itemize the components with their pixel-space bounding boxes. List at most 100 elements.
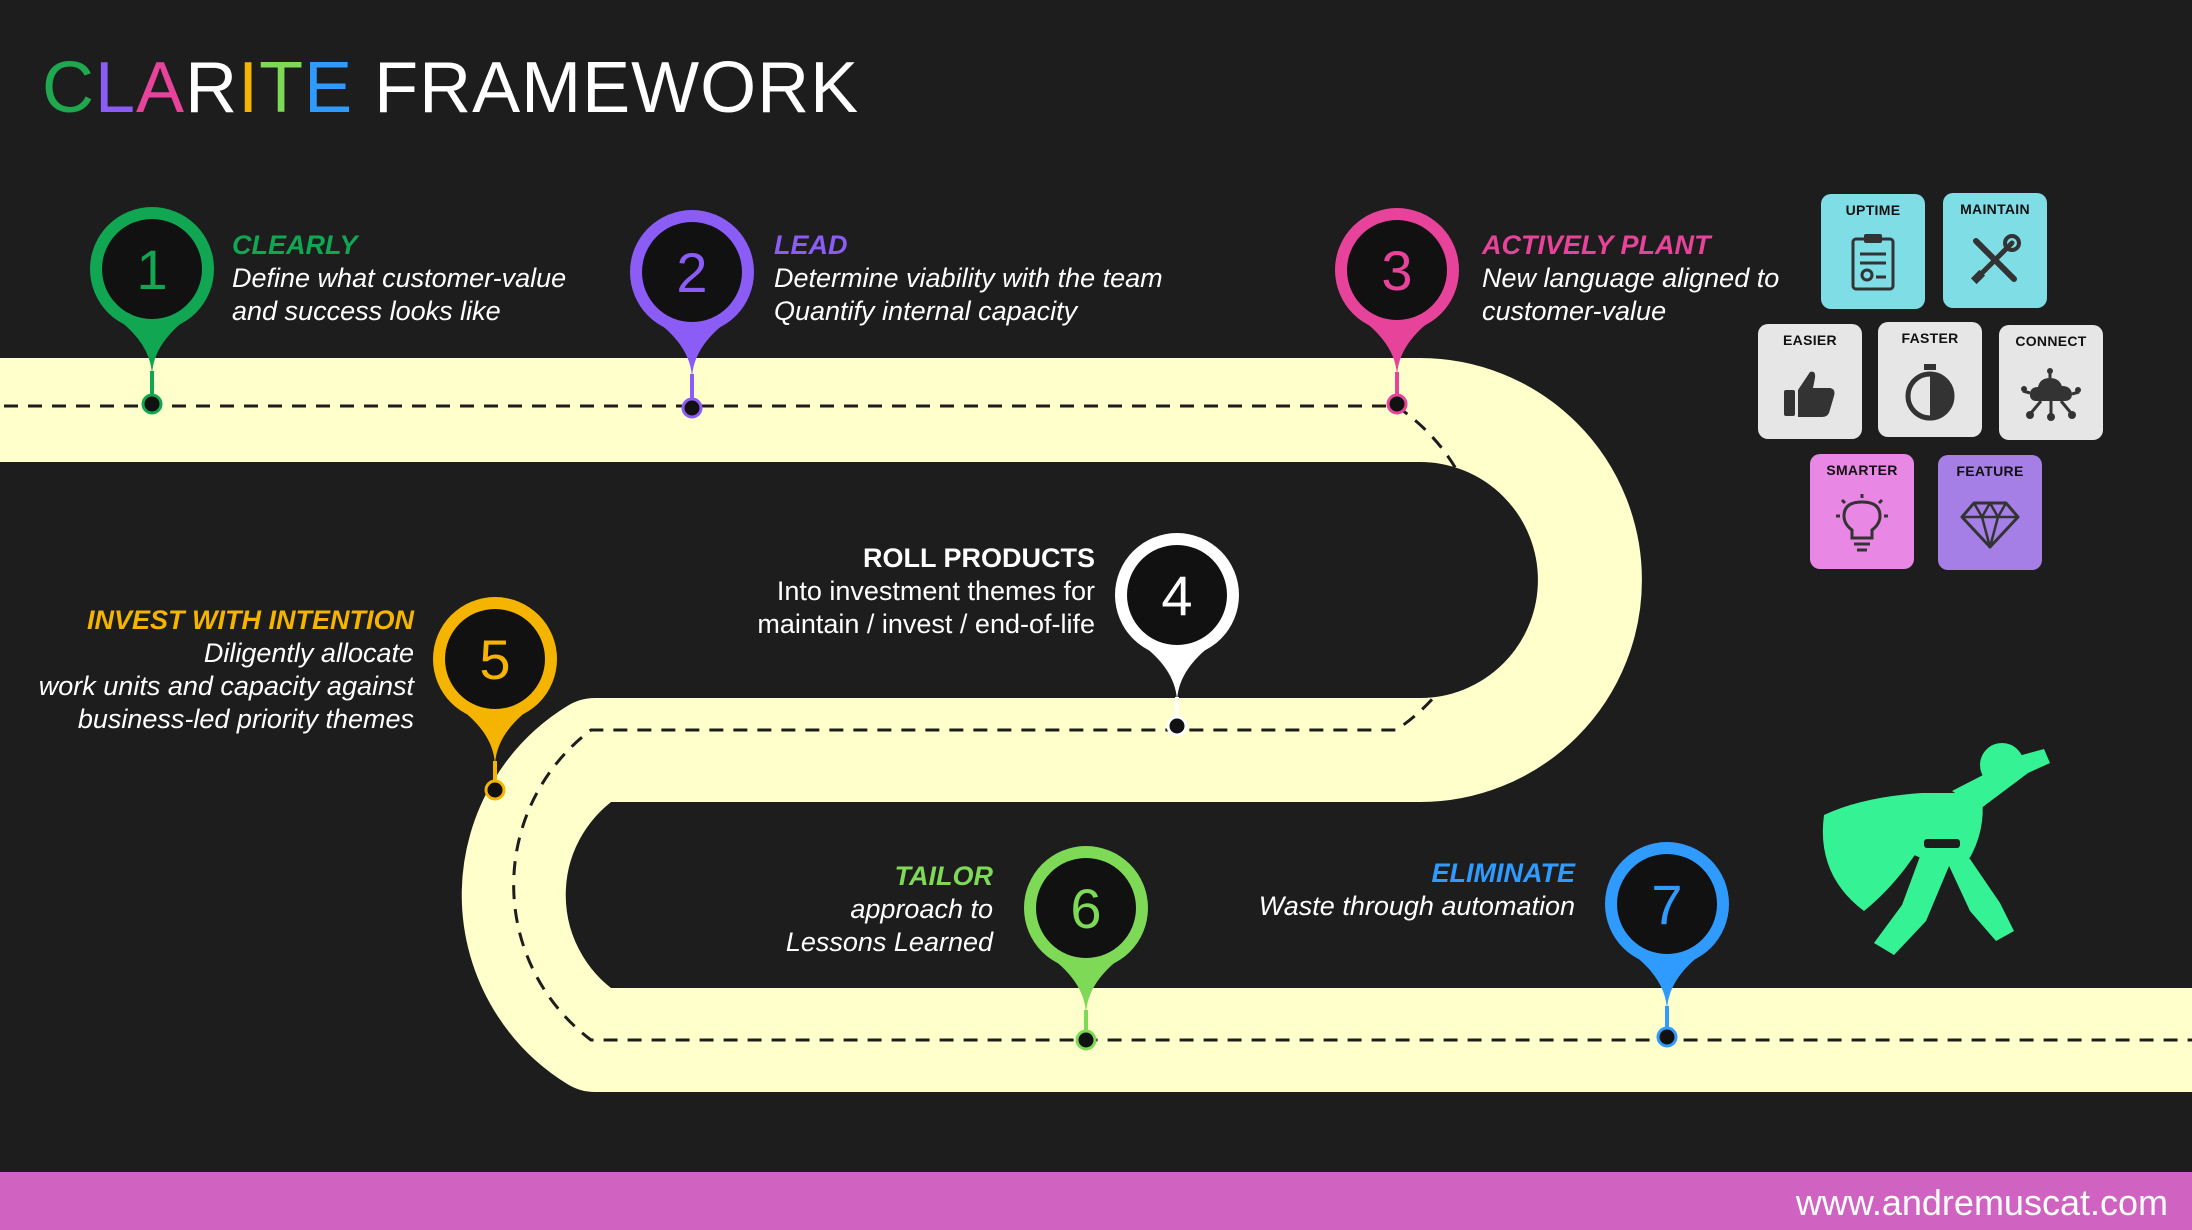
milestone-1-text: CLEARLY Define what customer-value and s…: [232, 229, 566, 328]
milestone-5-line-2: work units and capacity against: [38, 671, 414, 701]
milestone-pin-7-tail: [1622, 946, 1712, 1012]
milestone-3-line-1: New language aligned to: [1482, 263, 1780, 293]
title-letter-1: C: [42, 48, 95, 128]
milestone-pin-1-number: 1: [136, 238, 167, 301]
road-band: [0, 358, 2192, 1092]
milestone-pin-7: 7: [1605, 842, 1729, 1048]
milestone-pins: 1 2 3 4 5 6 7: [90, 207, 1729, 1051]
title-letter-5: I: [238, 48, 260, 128]
milestone-7-line-1: Waste through automation: [1258, 891, 1575, 921]
tile-feature: FEATURE: [1938, 455, 2042, 570]
milestone-1-line-2: and success looks like: [232, 296, 501, 326]
milestone-pin-7-core: [1617, 854, 1717, 954]
milestone-pin-3-core: [1347, 220, 1447, 320]
milestone-2-line-1: Determine viability with the team: [774, 263, 1163, 293]
milestone-pin-7-anchor: [1656, 1026, 1678, 1048]
title-letter-3: A: [136, 48, 186, 128]
milestone-pin-4-tail: [1132, 637, 1222, 703]
thumbs-up-icon: [1784, 371, 1835, 417]
milestone-4-text: ROLL PRODUCTS Into investment themes for…: [757, 542, 1095, 641]
milestone-1-line-1: Define what customer-value: [232, 263, 567, 293]
tile-easier-label: EASIER: [1783, 332, 1837, 348]
title-letter-4: R: [185, 48, 239, 128]
milestone-6-line-2: Lessons Learned: [785, 927, 993, 957]
milestone-5-text: INVEST WITH INTENTION Diligently allocat…: [39, 604, 414, 736]
milestone-pin-2-number: 2: [676, 241, 707, 304]
tile-connect-label: CONNECT: [2015, 333, 2087, 349]
milestone-pin-2-core: [642, 222, 742, 322]
milestone-pin-3-anchor: [1386, 393, 1408, 415]
superhero-icon: [1822, 743, 2050, 955]
tile-maintain-label: MAINTAIN: [1960, 201, 2030, 217]
milestone-3-heading: ACTIVELY PLANT: [1482, 230, 1711, 260]
milestone-pin-5-tail: [450, 701, 540, 767]
stopwatch-icon: [1905, 364, 1955, 421]
milestone-3-line-2: customer-value: [1482, 296, 1667, 326]
milestone-pin-1-tail: [107, 311, 197, 377]
milestone-pin-1: 1: [90, 207, 214, 415]
milestone-4-line-1: Into investment themes for: [776, 576, 1095, 606]
page-title: CLARITE FRAMEWORK: [42, 52, 859, 124]
milestone-2-text: LEAD Determine viability with the team Q…: [774, 229, 1163, 328]
milestone-pin-2-anchor: [681, 397, 703, 419]
milestone-pin-6-core: [1036, 858, 1136, 958]
milestone-pin-1-anchor: [141, 393, 163, 415]
milestone-pin-3: 3: [1335, 208, 1459, 415]
title-letter-2: L: [95, 48, 137, 128]
milestone-pin-4-number: 4: [1161, 564, 1192, 627]
tile-connect: CONNECT: [1999, 325, 2103, 440]
title-letter-7: E: [304, 48, 354, 128]
milestone-2-heading: LEAD: [774, 230, 848, 260]
clipboard-icon: [1851, 234, 1895, 291]
tile-smarter-label: SMARTER: [1826, 462, 1898, 478]
milestone-pin-5-number: 5: [479, 628, 510, 691]
milestone-pin-5-anchor: [484, 779, 506, 801]
milestone-5-line-3: business-led priority themes: [77, 704, 414, 734]
title-rest: FRAMEWORK: [353, 48, 860, 128]
milestone-pin-6-anchor: [1075, 1029, 1097, 1051]
milestone-7-heading: ELIMINATE: [1431, 858, 1576, 888]
lightbulb-icon: [1836, 494, 1888, 552]
milestone-pin-2-tail: [647, 314, 737, 380]
tile-uptime: UPTIME: [1821, 194, 1925, 309]
tile-smarter: SMARTER: [1810, 454, 1914, 569]
milestone-6-text: TAILOR approach to Lessons Learned: [786, 860, 993, 959]
milestone-3-text: ACTIVELY PLANT New language aligned to c…: [1482, 229, 1779, 328]
title-colored-letters: CLARITE: [42, 48, 353, 128]
milestone-6-heading: TAILOR: [894, 861, 993, 891]
milestone-pin-4-anchor: [1166, 715, 1188, 737]
milestone-4-line-2: maintain / invest / end-of-life: [757, 609, 1095, 639]
diamond-icon: [1960, 501, 2020, 549]
tile-feature-label: FEATURE: [1956, 463, 2024, 479]
milestone-pin-1-core: [102, 219, 202, 319]
footer-bar: www.andremuscat.com: [0, 1172, 2192, 1230]
milestone-4-heading: ROLL PRODUCTS: [862, 543, 1095, 573]
milestone-pin-5-core: [445, 609, 545, 709]
milestone-pin-6-number: 6: [1070, 877, 1101, 940]
website-link[interactable]: www.andremuscat.com: [1795, 1182, 2168, 1223]
tile-faster: FASTER: [1878, 322, 1982, 437]
milestone-pin-5: 5: [433, 597, 557, 801]
tile-maintain: MAINTAIN: [1943, 193, 2047, 308]
milestone-pin-6: 6: [1024, 846, 1148, 1051]
tile-easier: EASIER: [1758, 324, 1862, 439]
milestone-pin-4-core: [1127, 545, 1227, 645]
milestone-pin-3-number: 3: [1381, 239, 1412, 302]
milestone-pin-6-tail: [1041, 950, 1131, 1016]
milestone-1-heading: CLEARLY: [232, 230, 358, 260]
cloud-network-icon: [2021, 368, 2081, 421]
milestone-5-heading: INVEST WITH INTENTION: [87, 605, 414, 635]
tile-faster-label: FASTER: [1901, 330, 1959, 346]
milestone-2-line-2: Quantify internal capacity: [774, 296, 1078, 326]
milestone-5-line-1: Diligently allocate: [203, 638, 414, 668]
milestone-pin-3-tail: [1352, 312, 1442, 378]
milestone-pin-2: 2: [630, 210, 754, 419]
milestone-7-text: ELIMINATE Waste through automation: [1259, 857, 1575, 923]
milestone-pin-7-number: 7: [1651, 873, 1682, 936]
tile-uptime-label: UPTIME: [1845, 202, 1901, 218]
milestone-pin-4: 4: [1115, 533, 1239, 737]
tools-icon: [1970, 234, 2021, 285]
milestone-6-line-1: approach to: [850, 894, 993, 924]
